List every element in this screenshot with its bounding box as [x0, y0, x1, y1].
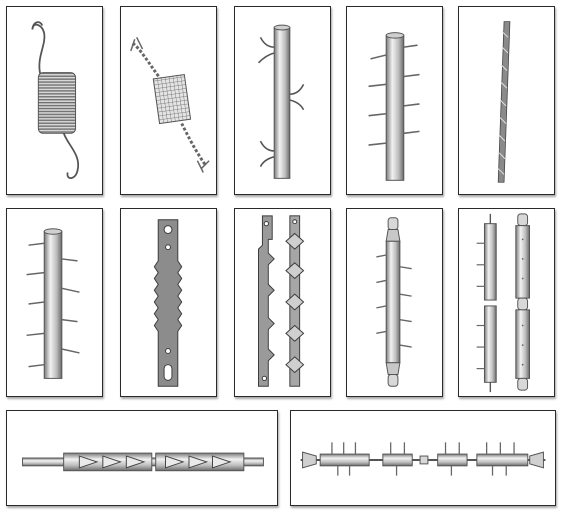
serrated-plate-tie-icon	[153, 219, 183, 387]
tie-tile-5[interactable]	[458, 6, 555, 195]
tie-tile-2[interactable]	[120, 6, 217, 195]
tie-tile-9[interactable]	[346, 208, 443, 397]
tie-tile-7[interactable]	[120, 208, 217, 397]
tie-tile-10[interactable]	[458, 208, 555, 397]
tie-tile-11[interactable]	[6, 410, 278, 506]
rod-side-prong-tie-icon	[257, 24, 305, 179]
split-segment-tie-icon	[476, 213, 531, 393]
double-end-barbed-tie-icon	[376, 217, 412, 387]
tie-tile-4[interactable]	[346, 6, 443, 195]
mesh-twisted-wire-tie-icon	[130, 37, 210, 173]
rod-spiked-tie-icon	[26, 228, 80, 379]
notched-strip-diamond-tie-icon	[258, 215, 305, 387]
tie-tile-6[interactable]	[6, 208, 103, 397]
horizontal-multi-segment-tie-icon	[300, 442, 546, 476]
horizontal-wedge-sleeve-tie-icon	[22, 452, 264, 472]
twisted-bar-tie-icon	[497, 21, 511, 183]
rod-multi-prong-tie-icon	[368, 32, 420, 181]
tie-tile-8[interactable]	[234, 208, 331, 397]
spring-hook-tie-icon	[31, 21, 80, 179]
tie-tile-12[interactable]	[290, 410, 556, 506]
tie-tile-1[interactable]	[6, 6, 103, 195]
tie-tile-3[interactable]	[234, 6, 331, 195]
